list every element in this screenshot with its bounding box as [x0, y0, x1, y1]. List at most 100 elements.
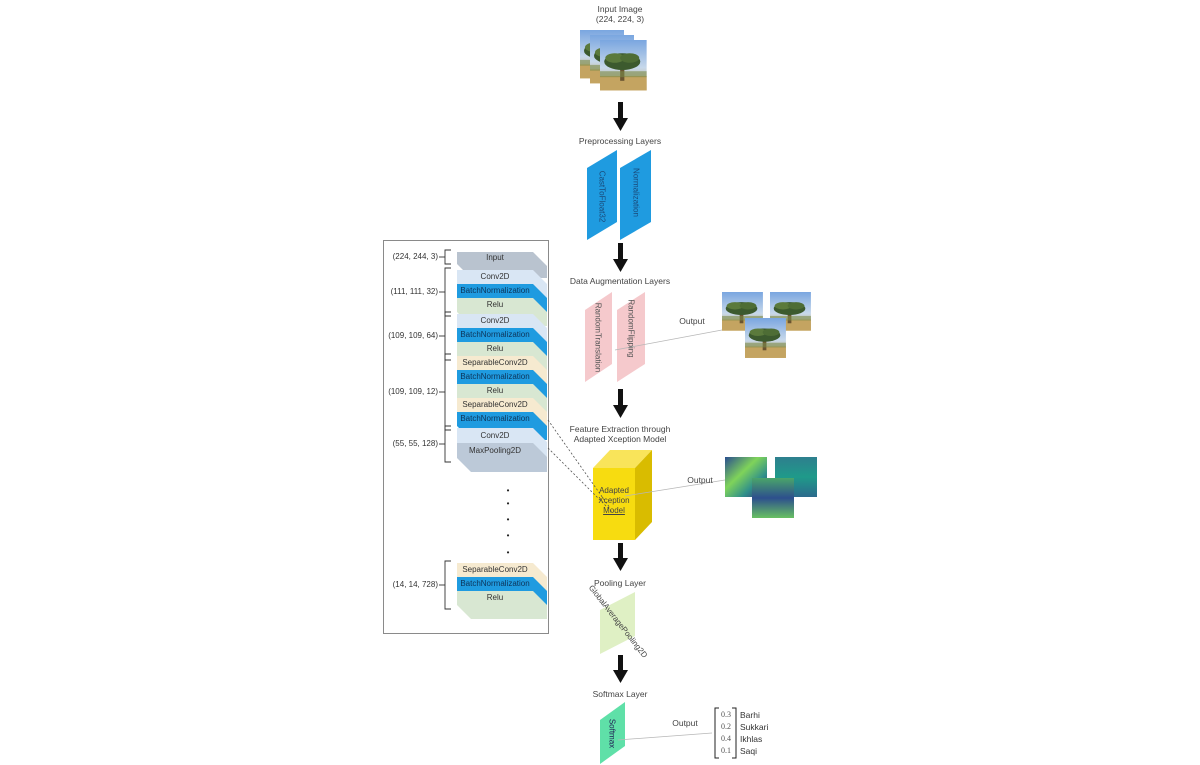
detail-layer-face [457, 412, 533, 426]
output-shape-label: (224, 244, 3) [392, 252, 438, 261]
feature-extraction-title-line2: Adapted Xception Model [573, 434, 667, 444]
detail-layer-stacks [457, 252, 547, 619]
detail-layer-face [457, 284, 533, 298]
softmax-layer-label: Softmax [607, 718, 617, 749]
xception-output-connector [624, 479, 726, 497]
preprocessing-layers [587, 150, 651, 240]
detail-layer-label: SeparableConv2D [462, 400, 528, 409]
input-image-stack [580, 30, 647, 91]
normalization-layer [620, 150, 651, 240]
prediction-value: 0.3 [721, 710, 731, 719]
random-flipping-label: RandomFlipping [626, 299, 636, 358]
global-average-pooling-layer [600, 592, 635, 654]
prediction-value: 0.2 [721, 722, 731, 731]
detail-layer-face [457, 298, 533, 312]
arrow-down-icon [613, 243, 628, 272]
ellipsis-dot: • [506, 499, 510, 508]
augmentation-layers [585, 292, 645, 382]
output-shape-label: (109, 109, 12) [388, 387, 438, 396]
detail-layer-face [457, 591, 533, 605]
augmented-images [722, 292, 811, 358]
shape-bracket [444, 353, 451, 431]
output-shape-label: (14, 14, 728) [392, 580, 438, 589]
arrow-down-icon [613, 389, 628, 418]
adapted-xception-block [593, 450, 652, 540]
detail-layer-label: Input [486, 253, 504, 262]
prediction-class-label: Sukkari [740, 722, 769, 732]
detail-layer-label: Relu [486, 344, 504, 353]
ellipsis-dot: • [506, 515, 510, 524]
input-image-shape: (224, 224, 3) [595, 14, 645, 24]
augmentation-output-label: Output [679, 316, 705, 326]
prediction-class-label: Barhi [740, 710, 760, 720]
detail-layer-label: Conv2D [480, 430, 510, 440]
detail-layer-face [457, 270, 533, 284]
normalization-label: Normalization [631, 168, 641, 217]
prediction-value: 0.1 [721, 746, 731, 755]
shape-bracket [444, 560, 451, 610]
augmentation-output-connector [614, 329, 723, 351]
detail-layer-face [457, 563, 533, 577]
cast-to-float32-label: CastToFloat32 [597, 170, 607, 223]
xception-block-label-3: Model [603, 506, 625, 515]
detail-link-lines [547, 419, 613, 513]
detail-layer-label: BatchNormalization [460, 372, 530, 381]
detail-layer-face [457, 314, 533, 328]
detail-layer-face [457, 443, 533, 458]
softmax-layer-slab [600, 702, 625, 764]
random-translation-layer [585, 292, 612, 382]
detail-layer-label: BatchNormalization [460, 330, 530, 339]
detail-layer-face [457, 252, 533, 264]
prediction-class-label: Ikhlas [740, 734, 763, 744]
detail-layer-label: BatchNormalization [460, 414, 530, 423]
softmax-output-label: Output [672, 718, 698, 728]
detail-layer-face [457, 577, 533, 591]
random-flipping-layer [617, 292, 645, 382]
detail-layer-face [457, 356, 533, 370]
detail-layer-label: MaxPooling2D [468, 445, 522, 455]
preprocessing-title: Preprocessing Layers [578, 136, 662, 146]
pooling-title: Pooling Layer [594, 578, 646, 588]
feature-extraction-title-line1: Feature Extraction through [569, 424, 671, 434]
arrow-down-icon [613, 655, 628, 683]
xception-block-label-2: Xception [598, 496, 630, 505]
feature-maps [725, 457, 817, 518]
xception-output-label: Output [687, 475, 713, 485]
detail-layer-label: Relu [486, 593, 504, 602]
flow-arrows [613, 102, 628, 683]
detail-layer-label: Conv2D [480, 272, 510, 281]
detail-layer-label: SeparableConv2D [462, 358, 528, 367]
augmentation-title: Data Augmentation Layers [569, 276, 671, 286]
shape-bracket [444, 249, 451, 265]
prediction-matrix-brackets [714, 707, 737, 759]
ellipsis-dot: • [506, 548, 510, 557]
detail-layer-face [457, 342, 533, 356]
prediction-value: 0.4 [721, 734, 731, 743]
detail-layer-face [457, 370, 533, 384]
detail-layer-label: BatchNormalization [460, 579, 530, 588]
detail-layer-label: Relu [486, 386, 504, 395]
random-translation-label: RandomTranslation [593, 302, 603, 373]
softmax-title: Softmax Layer [592, 689, 648, 699]
detail-layer-label: Relu [486, 300, 504, 309]
detail-layer-face [457, 328, 533, 342]
output-shape-label: (109, 109, 64) [388, 331, 438, 340]
ellipsis-dot: • [506, 531, 510, 540]
cast-to-float32-layer [587, 150, 617, 240]
softmax-output-connector [617, 732, 713, 741]
input-image-title: Input Image [597, 4, 643, 14]
detail-layer-face [457, 398, 533, 412]
detail-layer-face [457, 384, 533, 398]
xception-block-label-1: Adapted [599, 486, 629, 495]
ellipsis-dot: • [506, 486, 510, 495]
detail-layer-face [457, 428, 533, 443]
output-shape-label: (111, 111, 32) [390, 287, 438, 296]
arrow-down-icon [613, 543, 628, 571]
output-shape-label: (55, 55, 128) [392, 439, 438, 448]
detail-layer-label: BatchNormalization [460, 286, 530, 295]
prediction-class-label: Saqi [740, 746, 758, 756]
shape-bracket [444, 311, 451, 361]
detail-layer-label: Conv2D [480, 316, 510, 325]
detail-shape-brackets [439, 249, 451, 610]
